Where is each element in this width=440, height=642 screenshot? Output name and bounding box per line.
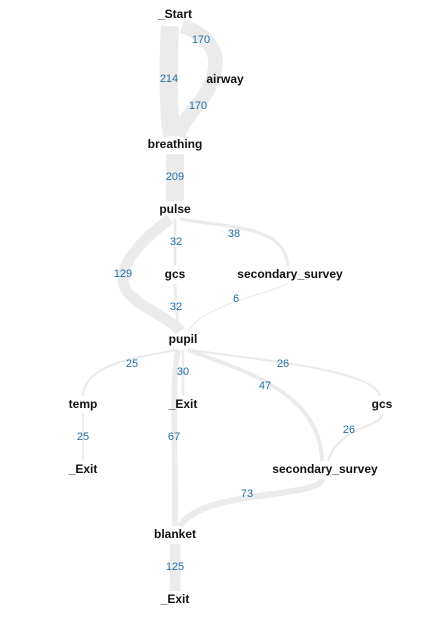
edge-count-breathing-pulse: 209: [166, 171, 184, 183]
edge-count-airway-breathing: 170: [189, 100, 207, 112]
node-temp: temp: [69, 397, 98, 411]
node-pupil: pupil: [169, 332, 198, 346]
edge-count-start-breathing: 214: [160, 73, 178, 85]
edge-count-pupil-gcs: 26: [277, 358, 289, 370]
edge-pupil-gcs: [189, 348, 382, 397]
edge-gcs-pupil: [173, 283, 180, 332]
edge-count-pulse-pupil: 129: [114, 268, 132, 280]
edge-count-ss-pupil: 6: [233, 293, 239, 305]
edge-start-breathing: [159, 25, 182, 138]
edge-count-gcs-ss: 26: [343, 424, 355, 436]
edge-pulse-ss: [179, 217, 290, 267]
edge-count-pulse-gcs: 32: [170, 236, 182, 248]
edge-count-pupil-temp: 25: [126, 358, 138, 370]
edge-gcs-ss: [326, 413, 384, 462]
node-ss2: secondary_survey: [272, 462, 378, 476]
node-pulse: pulse: [159, 202, 191, 216]
node-ss1: secondary_survey: [237, 267, 343, 281]
edge-count-pupil-ss: 47: [259, 380, 271, 392]
edge-pupil-blanket: [171, 349, 181, 527]
edge-count-pulse-ss: 38: [228, 228, 240, 240]
edge-airway-breathing: [171, 77, 219, 139]
edge-counts-layer: 170 214 170 209 32 38 129 32 6 25 30 26 47 67 25 26 73 12…: [77, 34, 355, 573]
node-gcs1: gcs: [165, 267, 186, 281]
node-exit_bottom: _Exit: [160, 592, 190, 606]
edge-count-start-airway: 170: [192, 34, 210, 46]
edge-ss-blanket: [177, 477, 326, 528]
node-breathing: breathing: [148, 137, 203, 151]
node-start: _Start: [157, 7, 192, 21]
edges-layer: [81, 19, 384, 591]
edge-count-ss-blanket: 73: [241, 488, 253, 500]
node-exit_left: _Exit: [68, 462, 98, 476]
node-blanket: blanket: [154, 527, 196, 541]
edge-count-blanket-exit: 125: [166, 561, 184, 573]
edge-count-temp-exit: 25: [77, 431, 89, 443]
edge-start-airway: [179, 19, 223, 83]
edge-count-gcs-pupil: 32: [170, 301, 182, 313]
node-exit_mid: _Exit: [168, 397, 198, 411]
node-airway: airway: [206, 72, 244, 86]
edge-pulse-pupil: [117, 214, 185, 335]
edge-count-pupil-exit: 30: [177, 366, 189, 378]
edge-pupil-ss: [187, 348, 324, 462]
edge-pupil-temp: [81, 348, 179, 397]
edge-count-pupil-blanket: 67: [168, 431, 180, 443]
edge-ss-pupil: [187, 283, 289, 332]
node-gcs2: gcs: [372, 397, 393, 411]
